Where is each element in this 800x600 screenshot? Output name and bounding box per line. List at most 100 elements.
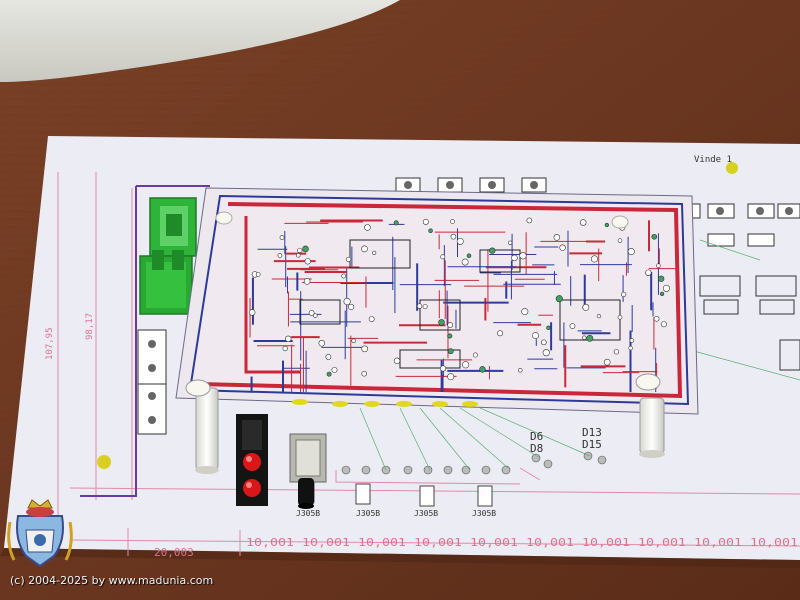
pcb-edge-pad <box>292 399 308 405</box>
pcb-via <box>341 273 347 279</box>
pcb-via <box>302 245 309 253</box>
green-terminal-connector <box>139 197 197 315</box>
sheet-shadow <box>0 548 800 568</box>
pcb-via <box>428 228 433 234</box>
pcb-via <box>416 303 423 309</box>
pcb-ic-footprint <box>349 239 411 269</box>
pcb-via <box>508 240 513 245</box>
pcb-via <box>569 323 576 329</box>
pcb-via <box>511 254 518 262</box>
pcb-via <box>651 233 658 240</box>
white-plate <box>0 0 400 82</box>
pcb-via <box>297 247 303 253</box>
pcb-via <box>659 291 665 297</box>
standoff-post-left <box>185 379 219 474</box>
pcb-via <box>343 297 351 306</box>
pcb-via <box>461 258 469 266</box>
sheet-component-3: J305B <box>414 509 438 518</box>
pcb-via <box>613 349 620 355</box>
pcb-ic-footprint <box>399 349 461 369</box>
pcb-via <box>447 333 453 339</box>
pcb-via <box>559 244 566 251</box>
pcb-via <box>479 366 486 373</box>
pcb-via <box>579 219 587 226</box>
sheet-dimension-bottom: 20,003 <box>154 546 194 559</box>
pcb-via <box>279 235 285 240</box>
pcb-via <box>450 219 455 224</box>
pcb-via <box>660 321 667 328</box>
pcb-via <box>553 234 561 241</box>
pcb-via <box>653 315 660 322</box>
pcb-via <box>526 217 533 224</box>
pcb-via <box>590 255 598 263</box>
standoff-top <box>215 211 629 229</box>
pcb-via <box>303 278 311 285</box>
pcb-via <box>582 335 587 340</box>
pcb-via <box>662 284 670 292</box>
sheet-ref-d13: D13 <box>582 426 602 439</box>
pcb-via <box>542 349 550 357</box>
pcb-via <box>582 303 590 311</box>
pcb-via <box>439 365 447 372</box>
pcb-via <box>628 345 633 351</box>
pcb-via <box>656 263 661 268</box>
pcb-via <box>519 252 527 260</box>
pcb-via <box>447 348 454 355</box>
pcb-via <box>629 338 635 343</box>
pcb-via <box>361 245 368 253</box>
pcb-via <box>372 250 377 255</box>
sheet-terminal-blocks <box>137 177 800 435</box>
pcb-via <box>255 272 261 277</box>
sheet-component-2: J305B <box>356 509 380 518</box>
pcb-via <box>657 275 665 282</box>
pcb-via <box>447 322 454 328</box>
sheet-dimension-left-1: 107,95 <box>45 327 55 360</box>
pcb-edge-pad <box>432 401 448 407</box>
pcb-traces <box>248 217 676 407</box>
pcb-via <box>555 295 563 303</box>
ratsnest-lines <box>359 239 800 471</box>
sheet-pads <box>97 162 738 469</box>
pcb-via <box>364 224 371 231</box>
pcb-via <box>586 334 594 342</box>
pcb-via <box>456 237 464 245</box>
pcb-via <box>331 366 338 373</box>
pcb-via <box>361 370 367 377</box>
sheet-dimension-left-2: 98,17 <box>85 313 95 340</box>
pcb-via <box>627 248 635 256</box>
pcb-via <box>393 357 401 365</box>
sheet-component-4: J305B <box>472 509 496 518</box>
sheet-dimension-lines <box>57 172 800 556</box>
pcb-via <box>422 304 428 310</box>
pcb-via <box>447 373 455 381</box>
pcb-ic-footprint <box>419 299 461 331</box>
sheet-outline <box>80 185 210 497</box>
pcb-via <box>617 238 623 243</box>
pcb-via <box>361 345 368 353</box>
pcb-via <box>532 332 539 340</box>
pcb-via <box>285 335 292 343</box>
pcb-via <box>546 325 551 331</box>
pcb-via <box>422 218 429 225</box>
pcb-via <box>326 371 332 377</box>
pcb-via <box>596 313 602 319</box>
pcb-via <box>450 233 457 240</box>
pcb-via <box>438 319 445 326</box>
pcb-via <box>472 352 478 358</box>
sheet-ref-d15: D15 <box>582 438 602 451</box>
sheet-right-components <box>699 275 800 371</box>
pcb-via <box>462 361 470 369</box>
pcb-edge-pad <box>332 401 348 407</box>
pcb-via <box>318 339 326 347</box>
pcb-via <box>368 316 375 323</box>
sheet-ref-d8: D8 <box>530 442 543 455</box>
pcb-via <box>645 269 652 276</box>
pcb-via <box>604 222 610 228</box>
push-button <box>289 433 327 509</box>
pcb-ic-footprint <box>479 249 521 273</box>
pcb-via <box>440 254 446 260</box>
pcb-via <box>282 345 288 352</box>
pcb-via <box>304 258 311 265</box>
standoff-post-right <box>635 373 665 458</box>
